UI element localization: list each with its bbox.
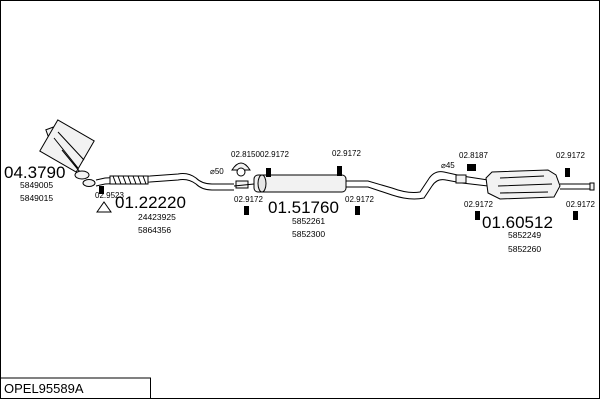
diameter-d1: ⌀50 [210,167,224,176]
rear-pipe[interactable] [346,171,489,200]
rear-silencer-oem-1: 5852249 [508,230,541,240]
manifold-oem-2: 5849015 [20,193,53,203]
middle-silencer[interactable] [233,174,347,193]
rear-silencer[interactable] [485,169,595,200]
rear-silencer-oem-2: 5852260 [508,244,541,254]
rear-silencer-number: 01.60512 [482,213,553,232]
manifold-oem-1: 5849005 [20,180,53,190]
middle-silencer-oem-2: 5852300 [292,229,325,239]
clamp-c3-label: 02.9172 [260,150,289,159]
front-pipe[interactable] [95,173,234,191]
clamp-c8-label: 02.9172 [556,151,585,160]
front-gasket[interactable] [82,179,96,187]
clamp-c10-label: 02.9172 [566,200,595,209]
front-pipe-oem-2: 5864356 [138,225,171,235]
front-pipe-number: 01.22220 [115,193,186,212]
clamp-c1-label: 02.9523 [95,191,124,200]
front-pipe-oem-1: 24423925 [138,212,176,222]
clamp-c5-label: 02.9172 [234,195,263,204]
clamp-c2-part[interactable] [231,162,251,189]
middle-silencer-number: 01.51760 [268,198,339,217]
clamp-c9-label: 02.9172 [464,200,493,209]
clamp-c7-label: 02.8187 [459,151,488,160]
mounting-rubbers-middle[interactable] [244,166,360,215]
clamp-c4-label: 02.9172 [332,149,361,158]
diameter-d2: ⌀45 [441,161,455,170]
manifold-number: 04.3790 [4,163,65,182]
diagram-code: OPEL95589A [4,381,84,396]
code-box [0,377,151,399]
middle-silencer-oem-1: 5852261 [292,216,325,226]
clamp-c1-part[interactable] [96,186,112,213]
exhaust-manifold[interactable] [39,119,95,180]
mounting-rubbers-rear[interactable] [467,164,578,220]
clamp-c2-label: 02.8150 [231,150,260,159]
clamp-c6-label: 02.9172 [345,195,374,204]
